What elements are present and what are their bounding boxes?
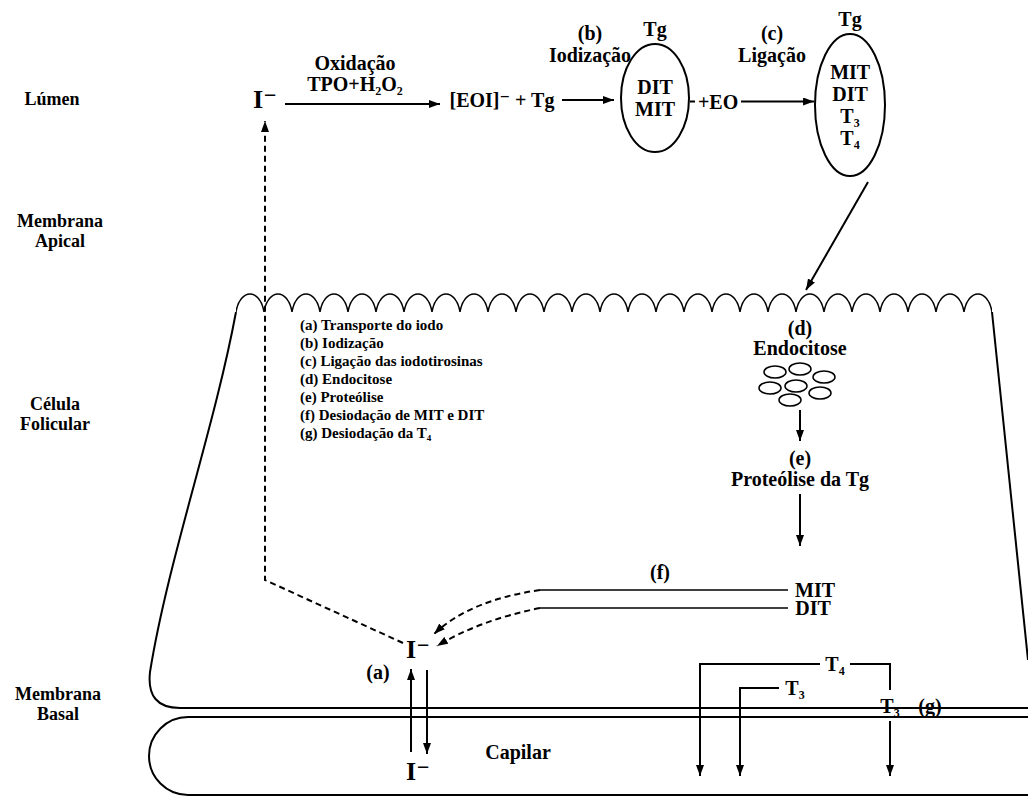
vesicle [809, 387, 831, 399]
hormone-release-arrow [889, 721, 891, 776]
key-item: (d) Endocitose [300, 371, 392, 388]
ellipse-outline [815, 34, 885, 176]
key-item: (g) Desiodação da T₄ [300, 425, 431, 442]
product-label: DIT [795, 597, 831, 619]
node-body: DIT MIT [635, 76, 675, 120]
shape-outline [148, 716, 1028, 796]
capillary-outline [149, 717, 1028, 795]
step-label: Ligação [738, 44, 806, 66]
endocytosis-arrow [806, 182, 868, 290]
step-letter: (a) [366, 661, 389, 683]
node-text: Capilar [485, 741, 551, 763]
node-body: MIT DIT T₃ T₄ [830, 61, 870, 149]
region-label: Lúmen [24, 90, 79, 110]
hormone-label: T₄ [825, 653, 844, 675]
mit-line [540, 589, 788, 591]
cell-membrane [992, 312, 1028, 660]
deiodination-arrow [437, 608, 540, 646]
connector-label: +EO [695, 91, 741, 113]
step-label: Endocitose [753, 337, 846, 359]
step-letter: (f) [650, 561, 670, 583]
hormone-label: T₃ [880, 695, 899, 717]
thyroglobulin-ellipse: TgMIT DIT T₃ T₄ [814, 33, 886, 177]
key-item: (b) Iodização [300, 335, 384, 352]
region-label: Membrana Basal [15, 685, 101, 725]
vesicle [759, 382, 781, 394]
vesicle [779, 394, 801, 406]
step-letter: (d) [788, 317, 812, 339]
hormone-release-arrow [740, 688, 779, 776]
ellipse-outline [621, 44, 689, 152]
step-letter: (b) [578, 22, 602, 44]
dit-line [540, 607, 788, 609]
capillary-band: CapilarI⁻ [148, 716, 1028, 796]
product-arrow [799, 494, 801, 546]
cell-membrane [150, 312, 1028, 708]
apical-membrane [236, 292, 992, 316]
key-item: (c) Ligação das iodotirosinas [300, 353, 483, 370]
oxidation-arrow [285, 103, 440, 105]
node-text: I⁻ [406, 758, 430, 787]
vesicle [785, 380, 807, 392]
key-item: (f) Desiodação de MIT e DIT [300, 407, 484, 424]
step-label: Iodização [549, 44, 631, 66]
node-heading: Tg [643, 18, 666, 40]
step-label: Oxidação [314, 52, 395, 74]
ion-label: I⁻ [253, 86, 277, 115]
step-letter: (e) [789, 447, 811, 469]
deiodination-line [850, 664, 890, 690]
key-item: (e) Proteólise [300, 389, 383, 406]
step-label: Proteólise da Tg [731, 468, 869, 490]
reagent-label: TPO+H₂O₂ [307, 73, 403, 95]
ion-label: I⁻ [406, 636, 430, 665]
key-item: (a) Transporte do iodo [300, 317, 443, 334]
step-letter: (c) [761, 22, 783, 44]
hormone-release-arrow [700, 664, 820, 776]
iodide-recycle-arrow [265, 121, 403, 643]
step-letter: (g) [918, 695, 941, 717]
vesicle [789, 363, 811, 375]
proteolysis-arrow [799, 410, 801, 441]
iodination-arrow [562, 99, 614, 101]
iodide-uptake-arrow [410, 669, 412, 752]
vesicle [813, 371, 835, 383]
iodide-efflux-arrow [426, 670, 428, 754]
hormone-label: T₃ [785, 677, 804, 699]
intermediate-label: [EOI]⁻ + Tg [450, 89, 555, 111]
region-label: Membrana Apical [17, 212, 103, 252]
vesicle [764, 366, 786, 378]
node-heading: Tg [838, 8, 861, 30]
deiodination-arrow [434, 590, 540, 634]
region-label: Célula Folicular [20, 395, 90, 435]
